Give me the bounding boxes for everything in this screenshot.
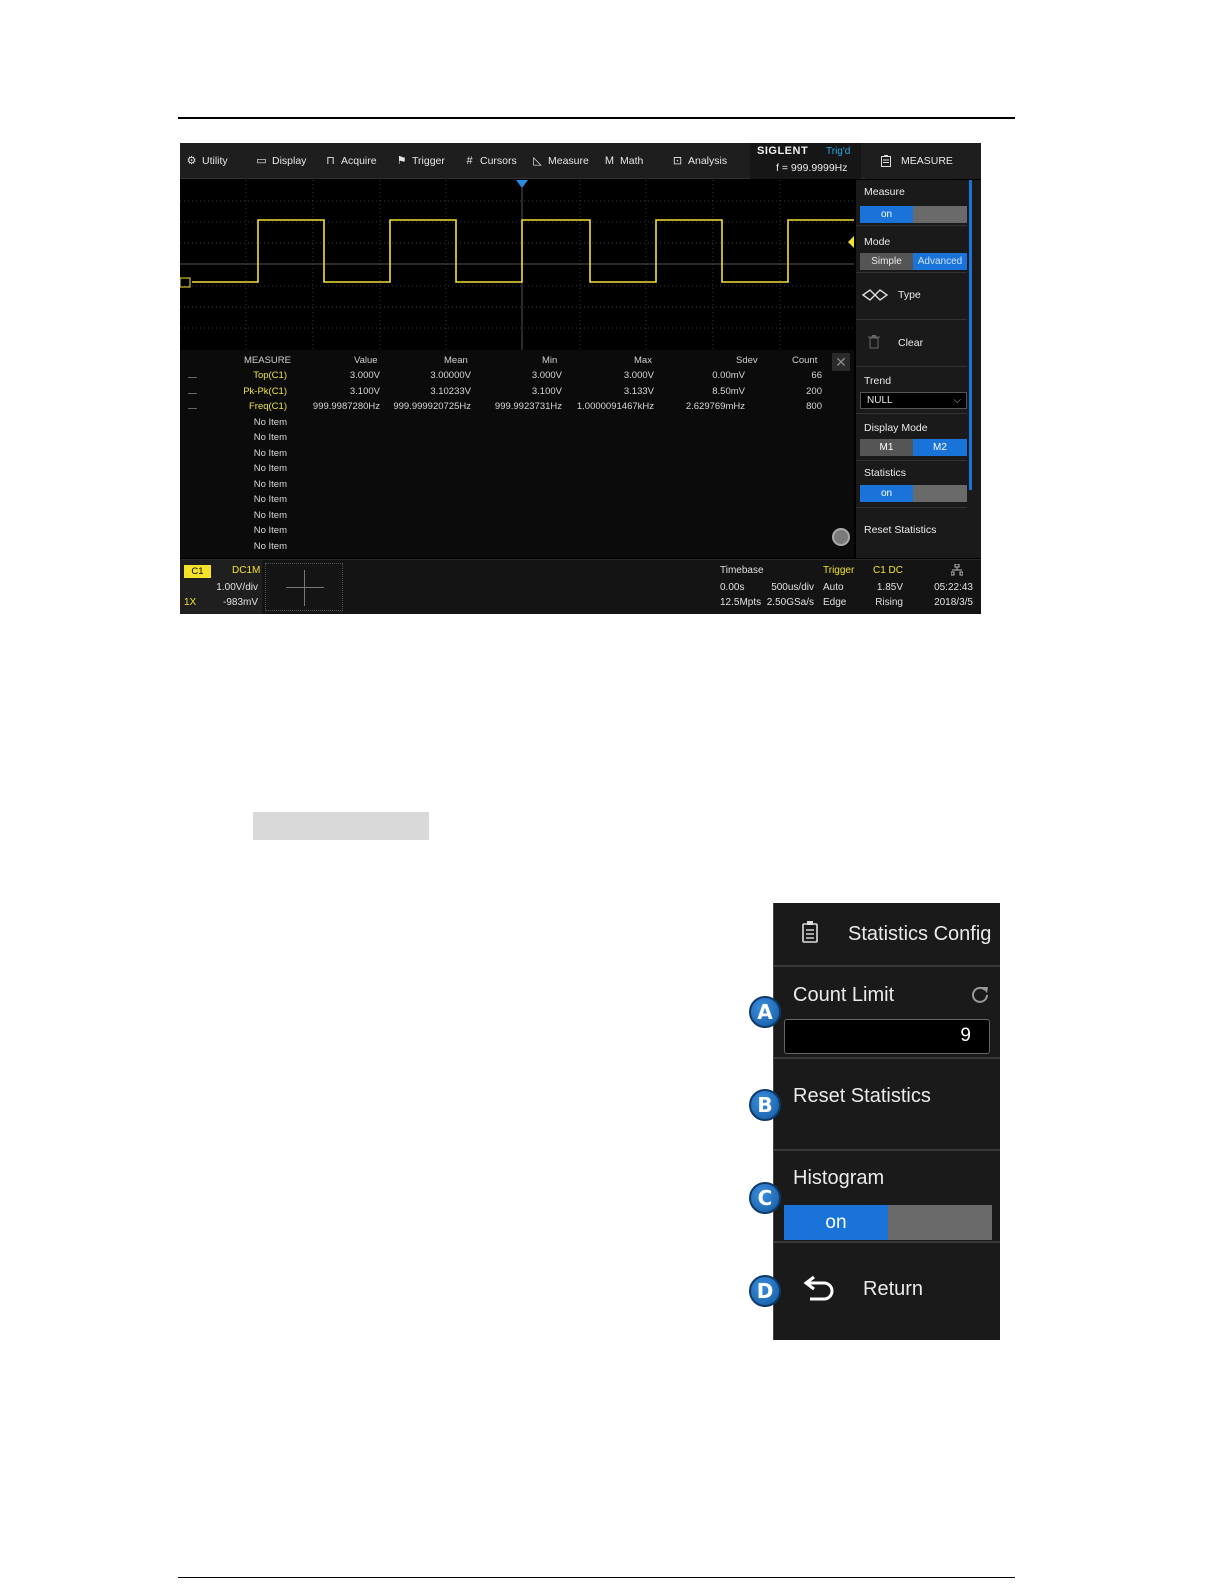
menu-analysis[interactable]: ⊡Analysis [672, 154, 728, 167]
list-item: No Item [253, 463, 287, 474]
oscilloscope-screen: ⚙Utility ▭Display ⊓Acquire ⚑Trigger #Cur… [180, 143, 981, 614]
menu-trigger[interactable]: ⚑Trigger [396, 154, 445, 167]
statistics-config-header: Statistics Config [774, 903, 1000, 967]
callout-marker-a: A [749, 996, 781, 1028]
type-button[interactable]: Type [856, 273, 967, 320]
waveform-display[interactable] [180, 180, 854, 350]
menu-utility[interactable]: ⚙Utility [186, 154, 228, 167]
list-item: No Item [253, 416, 287, 428]
math-icon: M [604, 154, 615, 167]
list-item: No Item [253, 540, 287, 552]
measure-panel-header: MEASURE [865, 143, 981, 179]
measure-toggle[interactable]: on [860, 206, 967, 223]
brand-status: SIGLENT Trig'd f = 999.9999Hz [750, 143, 861, 179]
trigger-info[interactable]: Trigger C1 DC Auto 1.85V Edge Rising [823, 565, 903, 608]
histogram-toggle[interactable]: on [784, 1205, 992, 1240]
measure-icon: ◺ [533, 154, 542, 167]
channel1-tag: C1 [184, 565, 211, 578]
display-mode-m2[interactable]: M2 [913, 439, 967, 456]
add-channel-button[interactable] [265, 563, 343, 611]
page-bottom-rule [178, 1577, 1015, 1578]
monitor-icon: ▭ [256, 154, 267, 167]
trend-select[interactable]: NULL⌵ [860, 392, 967, 409]
callout-marker-d: D [749, 1275, 781, 1307]
channel1-info[interactable]: C1 DC1M 1.00V/div 1X -983mV [180, 560, 262, 614]
count-limit-input[interactable]: 9 [784, 1019, 990, 1054]
menu-bar: ⚙Utility ▭Display ⊓Acquire ⚑Trigger #Cur… [180, 143, 981, 179]
frequency-readout: f = 999.9999Hz [776, 162, 848, 174]
list-item: No Item [253, 432, 287, 443]
table-header: MEASURE Value Mean Min Max Sdev Count [244, 355, 818, 366]
table-row[interactable]: Pk-Pk(C1) 3.100V 3.10233V 3.100V 3.133V … [180, 384, 830, 400]
measure-type-icon [862, 289, 888, 301]
reset-statistics-button[interactable]: Reset Statistics [864, 524, 937, 536]
list-item: No Item [253, 509, 287, 521]
analysis-icon: ⊡ [672, 154, 683, 167]
chevron-down-icon: ⌵ [953, 395, 961, 406]
table-scroll-knob[interactable] [832, 528, 850, 546]
callout-marker-b: B [749, 1089, 781, 1121]
statistics-toggle[interactable]: on [860, 485, 967, 502]
trigger-position-marker [516, 180, 528, 188]
status-bar: C1 DC1M 1.00V/div 1X -983mV Timebase 0.0… [180, 559, 981, 614]
network-icon [951, 564, 963, 576]
histogram-section: Histogram on [774, 1151, 1000, 1243]
sidebar-scrollbar[interactable] [969, 180, 972, 490]
count-limit-section: Count Limit 9 [774, 967, 1000, 1059]
timebase-info[interactable]: Timebase 0.00s 500us/div 12.5Mpts 2.50GS… [720, 565, 814, 608]
mode-simple[interactable]: Simple [860, 253, 913, 270]
refresh-icon[interactable] [970, 985, 990, 1005]
statistics-section: Statistics on [856, 461, 967, 508]
brand-logo: SIGLENT [757, 145, 809, 157]
trigger-state: Trig'd [826, 146, 851, 157]
menu-measure[interactable]: ◺Measure [533, 154, 589, 167]
list-item: No Item [253, 525, 287, 536]
cursor-grid-icon: # [466, 154, 473, 167]
trigger-level-marker [848, 236, 854, 248]
measurement-table: MEASURE Value Mean Min Max Sdev Count To… [180, 350, 854, 558]
list-item: No Item [253, 447, 287, 459]
clock-info: 05:22:43 2018/3/5 [911, 560, 981, 614]
plus-icon [286, 587, 324, 588]
mode-advanced[interactable]: Advanced [913, 253, 967, 270]
heading-highlight [253, 812, 429, 840]
trash-icon [868, 335, 880, 349]
menu-acquire[interactable]: ⊓Acquire [326, 154, 377, 167]
page-top-rule [178, 117, 1015, 119]
gear-icon: ⚙ [186, 154, 197, 167]
menu-display[interactable]: ▭Display [256, 154, 307, 167]
clipboard-icon [881, 155, 891, 167]
callout-marker-c: C [749, 1182, 781, 1214]
display-mode-m1[interactable]: M1 [860, 439, 913, 456]
statistics-config-panel: Statistics Config Count Limit 9 Reset St… [773, 903, 1000, 1340]
menu-cursors[interactable]: #Cursors [464, 143, 516, 179]
table-row[interactable]: Freq(C1) 999.9987280Hz 999.999920725Hz 9… [180, 399, 830, 415]
clipboard-icon [802, 921, 818, 943]
clear-button[interactable]: Clear [856, 320, 967, 367]
reset-statistics-button[interactable]: Reset Statistics [774, 1059, 1000, 1151]
return-arrow-icon [803, 1275, 834, 1301]
return-button[interactable]: Return [774, 1243, 1000, 1340]
trend-section: Trend NULL⌵ [856, 367, 967, 414]
acquire-icon: ⊓ [326, 154, 335, 167]
list-item: No Item [253, 478, 287, 490]
table-row[interactable]: Top(C1) 3.000V 3.00000V 3.000V 3.000V 0.… [180, 368, 830, 384]
measure-section: Measure on [856, 180, 967, 226]
close-table-button[interactable]: ✕ [832, 353, 850, 371]
flag-icon: ⚑ [396, 154, 407, 167]
list-item: No Item [253, 494, 287, 505]
